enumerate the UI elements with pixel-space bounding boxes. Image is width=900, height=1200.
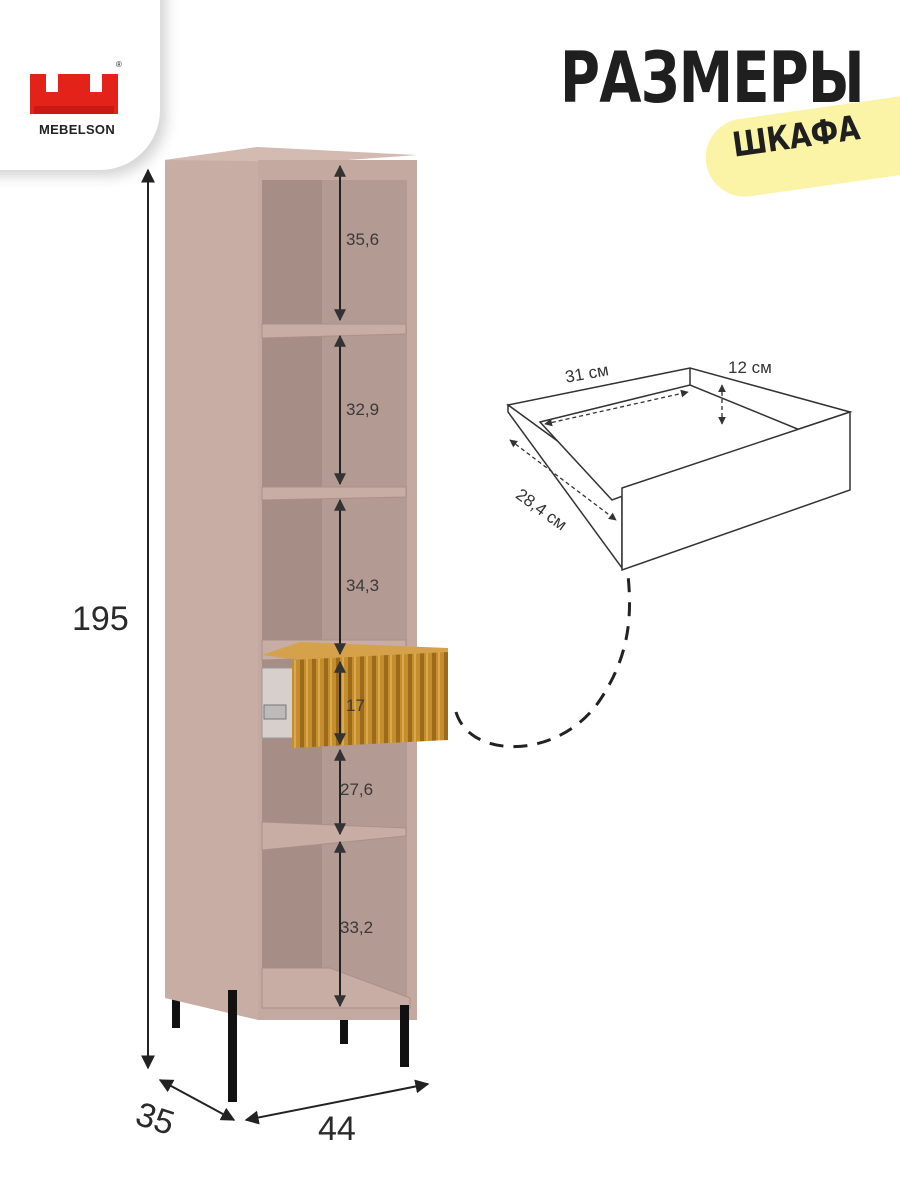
leg-front-left [228,990,237,1102]
cabinet-side-panel [165,147,258,1020]
logo-brand-name: MEBELSON [38,122,116,137]
drawer-detail [506,367,853,572]
drawer [261,642,448,748]
drawer-slot-height: 17 [346,696,365,715]
width-label: 44 [318,1110,356,1148]
shelf-height-6: 33,2 [340,918,374,937]
shelf-height-5: 27,6 [340,780,374,799]
shelf-height-2: 32,9 [346,400,380,419]
crown-logo-icon [30,74,118,114]
shelf-height-3: 34,3 [346,576,380,595]
logo-registered-mark: ® [116,60,122,69]
leg-front-right [400,1005,409,1067]
connector-curve [454,574,632,749]
drawer-height-label: 12 см [728,358,772,377]
leg-back-right [340,1002,348,1044]
shelf-height-1: 35,6 [346,230,380,249]
cabinet-top [165,147,417,162]
height-label: 195 [72,600,129,638]
